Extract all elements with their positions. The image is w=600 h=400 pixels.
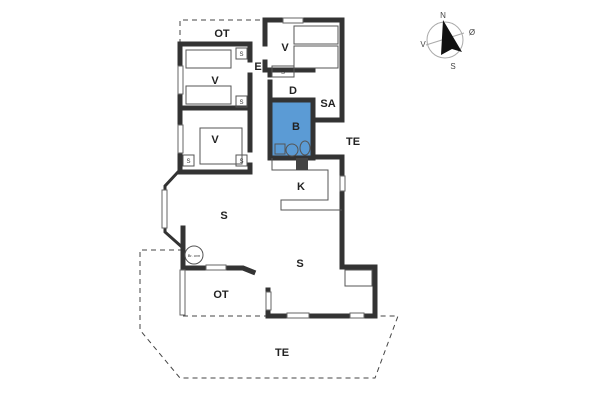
compass: N Ø S V bbox=[420, 11, 475, 71]
window bbox=[161, 189, 168, 229]
interior-walls bbox=[177, 31, 345, 175]
exterior-wall bbox=[177, 17, 378, 319]
compass-e: Ø bbox=[469, 28, 475, 37]
window bbox=[265, 291, 272, 311]
room-label-ot-top: OT bbox=[214, 28, 230, 40]
window bbox=[282, 17, 304, 24]
stove-label: Br. ovn bbox=[188, 253, 200, 258]
room-label-ot-bottom: OT bbox=[213, 289, 229, 301]
room-label-v-top-right: V bbox=[281, 42, 289, 54]
compass-s: S bbox=[450, 62, 455, 71]
room-label-b: B bbox=[292, 121, 300, 133]
window bbox=[177, 124, 184, 154]
compass-n: N bbox=[440, 11, 446, 20]
compass-w: V bbox=[420, 40, 426, 49]
room-label-te-right: TE bbox=[346, 136, 360, 148]
room-label-e: E bbox=[254, 61, 261, 73]
room-label-d: D bbox=[289, 85, 297, 97]
storage-markers: S S S S S bbox=[182, 47, 295, 167]
svg-text:S: S bbox=[281, 70, 285, 76]
svg-text:S: S bbox=[239, 159, 243, 165]
window bbox=[179, 269, 186, 316]
north-arrow-icon bbox=[441, 20, 462, 55]
window bbox=[177, 65, 184, 95]
room-label-s-center: S bbox=[296, 258, 303, 270]
window bbox=[349, 312, 365, 319]
bay-window-wall bbox=[163, 169, 186, 251]
room-label-sa: SA bbox=[320, 98, 335, 110]
svg-text:S: S bbox=[239, 100, 243, 106]
svg-text:S: S bbox=[186, 159, 190, 165]
wood-stove-icon bbox=[184, 245, 204, 265]
room-label-te-bottom: TE bbox=[275, 347, 289, 359]
window bbox=[286, 312, 310, 319]
furniture bbox=[185, 25, 373, 287]
room-label-v-left-1: V bbox=[211, 75, 219, 87]
room-label-k: K bbox=[297, 181, 305, 193]
room-label-v-left-2: V bbox=[211, 134, 219, 146]
window bbox=[339, 175, 346, 192]
window bbox=[205, 264, 227, 271]
bathroom-area bbox=[272, 101, 313, 157]
svg-text:S: S bbox=[239, 52, 243, 58]
room-label-s-left: S bbox=[220, 210, 227, 222]
